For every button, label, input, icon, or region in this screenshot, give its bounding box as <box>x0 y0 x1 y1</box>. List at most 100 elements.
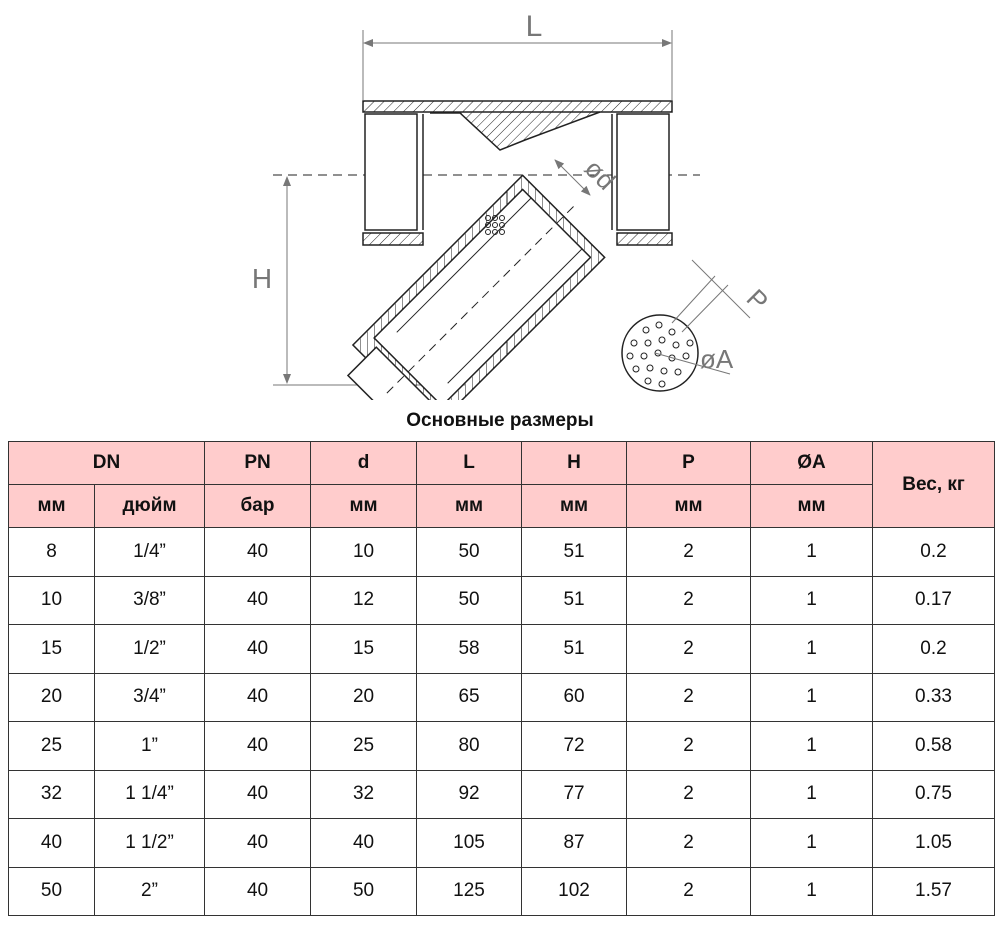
table-cell: 2 <box>626 866 752 916</box>
table-cell: 20 <box>8 672 95 722</box>
table-cell: 40 <box>204 527 312 577</box>
table-cell: 1 <box>750 721 874 771</box>
table-cell: 50 <box>416 527 523 577</box>
label-d: ød <box>579 153 622 196</box>
table-cell: 3/4” <box>93 672 206 722</box>
table-cell: 1 1/2” <box>93 818 206 868</box>
table-cell: 2 <box>626 527 752 577</box>
table-cell: 40 <box>204 575 312 625</box>
table-cell: 1 <box>750 575 874 625</box>
label-A: øA <box>700 344 734 374</box>
header-weight: Вес, кг <box>872 441 996 528</box>
table-cell: 65 <box>416 672 523 722</box>
label-P: P <box>741 283 774 316</box>
valve-body <box>362 100 673 246</box>
table-cell: 1” <box>93 721 206 771</box>
table-cell: 1 <box>750 769 874 819</box>
table-cell: 102 <box>521 866 628 916</box>
unit-l: мм <box>416 484 523 528</box>
table-cell: 1 1/4” <box>93 769 206 819</box>
table-cell: 0.17 <box>872 575 996 625</box>
label-L: L <box>526 10 543 43</box>
table-cell: 1/2” <box>93 624 206 674</box>
unit-dn-mm: мм <box>8 484 95 528</box>
header-h: H <box>521 441 628 485</box>
table-cell: 2 <box>626 769 752 819</box>
y-strainer-drawing: L H ød <box>252 10 774 400</box>
screen-housing <box>346 174 606 400</box>
dimensions-table: DN PN d L H P ØA Вес, кг мм дюйм бар мм … <box>7 441 996 916</box>
table-cell: 1/4” <box>93 527 206 577</box>
table-cell: 77 <box>521 769 628 819</box>
table-cell: 1 <box>750 866 874 916</box>
table-cell: 60 <box>521 672 628 722</box>
table-cell: 0.2 <box>872 624 996 674</box>
table-cell: 0.2 <box>872 527 996 577</box>
table-cell: 0.58 <box>872 721 996 771</box>
table-cell: 1 <box>750 672 874 722</box>
table-cell: 1 <box>750 818 874 868</box>
table-cell: 32 <box>8 769 95 819</box>
table-cell: 40 <box>204 624 312 674</box>
table-cell: 51 <box>521 575 628 625</box>
header-pn: PN <box>204 441 312 485</box>
table-cell: 40 <box>204 866 312 916</box>
unit-a: мм <box>750 484 874 528</box>
table-cell: 15 <box>8 624 95 674</box>
table-cell: 2 <box>626 624 752 674</box>
table-cell: 1 <box>750 624 874 674</box>
table-cell: 51 <box>521 624 628 674</box>
table-cell: 10 <box>310 527 418 577</box>
table-cell: 25 <box>8 721 95 771</box>
dimension-d <box>554 159 591 196</box>
table-cell: 50 <box>310 866 418 916</box>
table-cell: 125 <box>416 866 523 916</box>
screen-holes <box>485 215 505 235</box>
unit-pn: бар <box>204 484 312 528</box>
perforation-detail <box>621 259 751 392</box>
table-cell: 1.05 <box>872 818 996 868</box>
table-cell: 2 <box>626 575 752 625</box>
table-cell: 3/8” <box>93 575 206 625</box>
table-cell: 50 <box>8 866 95 916</box>
table-cell: 0.33 <box>872 672 996 722</box>
header-a: ØA <box>750 441 874 485</box>
table-cell: 2 <box>626 721 752 771</box>
header-p: P <box>626 441 752 485</box>
table-cell: 51 <box>521 527 628 577</box>
header-l: L <box>416 441 523 485</box>
table-cell: 1.57 <box>872 866 996 916</box>
unit-p: мм <box>626 484 752 528</box>
table-title: Основные размеры <box>406 410 594 431</box>
table-cell: 80 <box>416 721 523 771</box>
unit-dn-inch: дюйм <box>93 484 206 528</box>
table-cell: 40 <box>8 818 95 868</box>
label-H: H <box>252 263 272 294</box>
table-cell: 1 <box>750 527 874 577</box>
table-cell: 58 <box>416 624 523 674</box>
table-cell: 40 <box>204 818 312 868</box>
table-cell: 0.75 <box>872 769 996 819</box>
table-cell: 40 <box>204 769 312 819</box>
table-cell: 12 <box>310 575 418 625</box>
header-d: d <box>310 441 418 485</box>
table-cell: 25 <box>310 721 418 771</box>
unit-d: мм <box>310 484 418 528</box>
table-cell: 40 <box>204 721 312 771</box>
dimension-L <box>362 30 673 100</box>
table-cell: 20 <box>310 672 418 722</box>
table-cell: 92 <box>416 769 523 819</box>
table-cell: 40 <box>310 818 418 868</box>
table-cell: 50 <box>416 575 523 625</box>
table-cell: 32 <box>310 769 418 819</box>
table-cell: 15 <box>310 624 418 674</box>
unit-h: мм <box>521 484 628 528</box>
